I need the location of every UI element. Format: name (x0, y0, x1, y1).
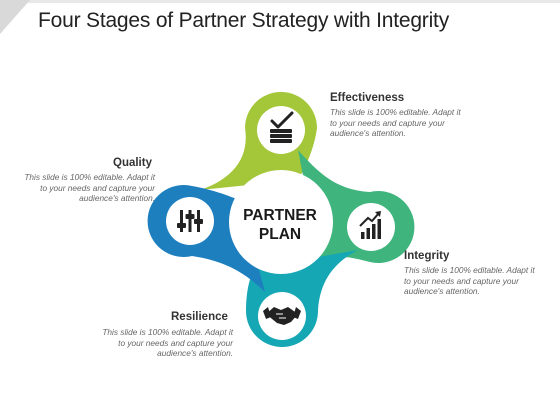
growth-chart-icon (359, 211, 381, 239)
stage-label-integrity: Integrity (404, 250, 450, 262)
center-circle (229, 170, 333, 274)
sliders-icon (177, 210, 203, 232)
top-rule (0, 0, 560, 3)
stage-desc-effectiveness: This slide is 100% editable. Adapt it to… (330, 107, 461, 138)
badge-resilience (258, 292, 306, 340)
corner-decoration (0, 0, 30, 34)
center-label-line2: PLAN (258, 226, 302, 243)
stage-desc-quality: This slide is 100% editable. Adapt it to… (24, 172, 155, 203)
checklist-stack-icon (270, 111, 294, 143)
title-bar: Four Stages of Partner Strategy with Int… (0, 0, 560, 48)
stage-desc-integrity: This slide is 100% editable. Adapt it to… (404, 265, 535, 296)
handshake-icon (263, 307, 301, 325)
badge-integrity (347, 203, 395, 251)
stage-label-resilience: Resilience (171, 311, 228, 323)
badge-effectiveness (257, 106, 305, 154)
badge-quality (166, 197, 214, 245)
slide-title: Four Stages of Partner Strategy with Int… (38, 9, 449, 32)
center-label: PARTNER PLAN (232, 206, 328, 244)
center-label-line1: PARTNER (243, 207, 317, 224)
stage-desc-resilience: This slide is 100% editable. Adapt it to… (102, 327, 233, 358)
stage-label-effectiveness: Effectiveness (330, 92, 405, 104)
stage-label-quality: Quality (113, 157, 152, 169)
